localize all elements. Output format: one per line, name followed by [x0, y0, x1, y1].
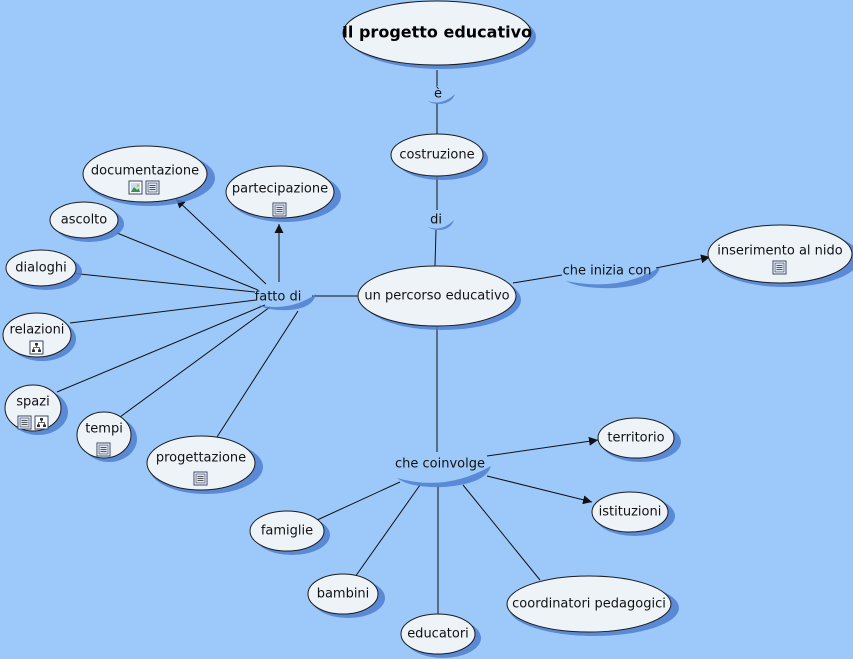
- concept-tempi[interactable]: tempi: [76, 411, 137, 462]
- svg-text:costruzione: costruzione: [399, 148, 474, 163]
- document-icon[interactable]: [17, 415, 32, 430]
- svg-text:partecipazione: partecipazione: [232, 182, 328, 197]
- svg-text:che coinvolge: che coinvolge: [395, 457, 485, 472]
- linking-phrase-che-inizia-con[interactable]: che inizia con: [563, 264, 660, 289]
- svg-text:relazioni: relazioni: [10, 323, 65, 338]
- concept-map-icon[interactable]: [29, 340, 44, 355]
- svg-text:che inizia con: che inizia con: [563, 264, 652, 279]
- linking-phrase-fatto-di[interactable]: fatto di: [255, 290, 316, 311]
- svg-text:coordinatori pedagogici: coordinatori pedagogici: [512, 597, 666, 612]
- svg-text:progettazione: progettazione: [156, 451, 246, 466]
- linking-phrase-che-coinvolge[interactable]: che coinvolge: [395, 457, 491, 488]
- svg-text:documentazione: documentazione: [91, 164, 199, 179]
- image-icon[interactable]: [128, 180, 143, 195]
- concept-territorio[interactable]: territorio: [597, 417, 681, 462]
- connections: [56, 70, 711, 618]
- svg-text:ascolto: ascolto: [61, 213, 108, 228]
- concept-progettazione[interactable]: progettazione: [146, 435, 263, 494]
- svg-text:tempi: tempi: [85, 422, 123, 437]
- concept-inserimento[interactable]: inserimento al nido: [707, 224, 853, 287]
- svg-text:fatto di: fatto di: [255, 290, 302, 305]
- svg-text:bambini: bambini: [317, 587, 370, 602]
- svg-text:un percorso educativo: un percorso educativo: [364, 289, 509, 304]
- concept-costruzione[interactable]: costruzione: [390, 133, 488, 180]
- linking-phrase-di[interactable]: di: [428, 213, 454, 231]
- document-icon[interactable]: [145, 180, 160, 195]
- svg-text:inserimento al nido: inserimento al nido: [717, 244, 842, 259]
- svg-text:spazi: spazi: [16, 395, 49, 410]
- svg-text:istituzioni: istituzioni: [599, 505, 662, 520]
- concept-documentazione[interactable]: documentazione: [82, 145, 215, 206]
- linking-phrase-e[interactable]: è: [428, 87, 455, 105]
- concept-bambini[interactable]: bambini: [307, 573, 385, 618]
- document-icon[interactable]: [193, 471, 208, 486]
- svg-text:è: è: [434, 87, 442, 102]
- document-icon[interactable]: [96, 442, 111, 457]
- svg-text:di: di: [430, 213, 442, 228]
- document-icon[interactable]: [772, 260, 787, 275]
- concept-dialoghi[interactable]: dialoghi: [5, 249, 82, 290]
- concept-ascolto[interactable]: ascolto: [49, 201, 124, 242]
- svg-text:Il progetto educativo: Il progetto educativo: [342, 23, 532, 42]
- svg-text:territorio: territorio: [607, 431, 664, 446]
- concept-spazi[interactable]: spazi: [4, 384, 68, 435]
- concept-relazioni[interactable]: relazioni: [2, 312, 76, 361]
- concept-percorso[interactable]: un percorso educativo: [357, 265, 521, 330]
- svg-text:dialoghi: dialoghi: [15, 261, 67, 276]
- svg-text:educatori: educatori: [407, 627, 469, 642]
- svg-text:famiglie: famiglie: [261, 524, 313, 539]
- concept-title[interactable]: Il progetto educativo: [342, 0, 536, 69]
- concept-partecipazione[interactable]: partecipazione: [225, 165, 341, 222]
- concept-istituzioni[interactable]: istituzioni: [591, 491, 675, 536]
- concept-map-icon[interactable]: [34, 415, 49, 430]
- document-icon[interactable]: [272, 202, 287, 217]
- concept-famiglie[interactable]: famiglie: [249, 510, 330, 555]
- concept-coordinatori[interactable]: coordinatori pedagogici: [506, 575, 679, 636]
- concept-educatori[interactable]: educatori: [400, 613, 481, 658]
